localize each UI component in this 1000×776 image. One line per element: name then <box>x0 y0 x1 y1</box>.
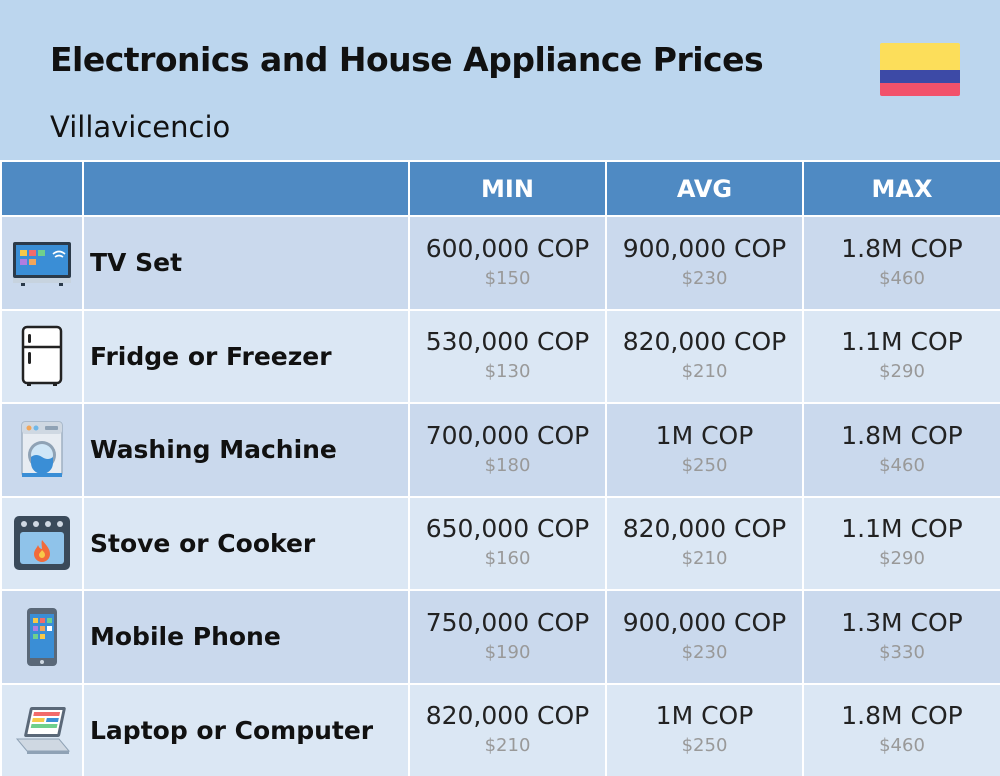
max-cell: 1.3M COP $330 <box>802 589 1000 685</box>
tv-icon <box>13 241 71 286</box>
min-cop: 750,000 COP <box>425 607 590 637</box>
avg-cell: 820,000 COP $210 <box>605 308 804 404</box>
max-cell: 1.1M COP $290 <box>802 495 1000 591</box>
avg-cop: 900,000 COP <box>622 233 787 263</box>
table-row: Fridge or Freezer 530,000 COP $130 820,00… <box>0 308 1000 404</box>
table-row: Mobile Phone 750,000 COP $190 900,000 COP… <box>0 589 1000 685</box>
row-item-name: Washing Machine <box>82 402 410 498</box>
min-cop: 530,000 COP <box>425 327 590 357</box>
avg-usd: $230 <box>681 641 728 663</box>
row-icon-cell <box>0 589 84 685</box>
table-header-row: MIN AVG MAX <box>0 160 1000 217</box>
min-cop: 600,000 COP <box>425 233 590 263</box>
avg-usd: $250 <box>681 454 728 476</box>
max-cop: 1.1M COP <box>841 327 963 357</box>
min-cell: 530,000 COP $130 <box>408 308 607 404</box>
max-cop: 1.8M COP <box>841 233 963 263</box>
max-usd: $460 <box>879 267 925 289</box>
row-item-name: Fridge or Freezer <box>82 308 410 404</box>
max-cop: 1.8M COP <box>841 420 963 450</box>
min-usd: $150 <box>484 267 531 289</box>
min-usd: $210 <box>484 735 531 757</box>
row-icon-cell <box>0 495 84 591</box>
avg-cell: 1M COP $250 <box>605 402 804 498</box>
fridge-icon <box>21 326 63 387</box>
min-usd: $130 <box>484 361 531 383</box>
max-usd: $290 <box>879 548 925 570</box>
min-cop: 650,000 COP <box>425 514 590 544</box>
mobile-phone-icon <box>27 607 57 666</box>
min-cell: 650,000 COP $160 <box>408 495 607 591</box>
max-usd: $290 <box>879 361 925 383</box>
avg-cop: 1M COP <box>655 701 754 731</box>
max-cop: 1.1M COP <box>841 514 963 544</box>
min-cop: 700,000 COP <box>425 420 590 450</box>
header-min: MIN <box>408 160 607 217</box>
avg-cop: 820,000 COP <box>622 327 787 357</box>
row-item-name: Stove or Cooker <box>82 495 410 591</box>
stove-icon <box>14 516 70 571</box>
row-item-name: Mobile Phone <box>82 589 410 685</box>
max-cell: 1.8M COP $460 <box>802 682 1000 776</box>
min-cell: 750,000 COP $190 <box>408 589 607 685</box>
row-icon-cell <box>0 402 84 498</box>
max-cell: 1.8M COP $460 <box>802 402 1000 498</box>
max-usd: $330 <box>879 641 925 663</box>
header-item-cell <box>82 160 410 217</box>
min-usd: $180 <box>484 454 531 476</box>
max-usd: $460 <box>879 454 925 476</box>
row-icon-cell <box>0 682 84 776</box>
row-icon-cell <box>0 308 84 404</box>
table-row: TV Set 600,000 COP $150 900,000 COP $230 1… <box>0 215 1000 311</box>
header: Electronics and House Appliance Prices V… <box>0 0 1000 160</box>
avg-usd: $210 <box>681 361 728 383</box>
min-cell: 700,000 COP $180 <box>408 402 607 498</box>
max-cell: 1.1M COP $290 <box>802 308 1000 404</box>
row-item-name: TV Set <box>82 215 410 311</box>
avg-cell: 1M COP $250 <box>605 682 804 776</box>
page-title: Electronics and House Appliance Prices <box>50 40 764 79</box>
avg-cell: 900,000 COP $230 <box>605 589 804 685</box>
max-cop: 1.8M COP <box>841 701 963 731</box>
avg-usd: $250 <box>681 735 728 757</box>
min-cell: 820,000 COP $210 <box>408 682 607 776</box>
max-cop: 1.3M COP <box>841 607 963 637</box>
avg-cop: 1M COP <box>655 420 754 450</box>
min-cop: 820,000 COP <box>425 701 590 731</box>
max-cell: 1.8M COP $460 <box>802 215 1000 311</box>
min-usd: $160 <box>484 548 531 570</box>
max-usd: $460 <box>879 735 925 757</box>
laptop-icon <box>15 707 71 755</box>
header-avg: AVG <box>605 160 804 217</box>
colombia-flag-icon <box>880 43 960 96</box>
city-subtitle: Villavicencio <box>50 110 231 144</box>
min-usd: $190 <box>484 641 531 663</box>
header-icon-cell <box>0 160 84 217</box>
avg-usd: $210 <box>681 548 728 570</box>
table-row: Washing Machine 700,000 COP $180 1M COP $2… <box>0 402 1000 498</box>
avg-cell: 820,000 COP $210 <box>605 495 804 591</box>
price-table: MIN AVG MAX <box>0 160 1000 776</box>
avg-cop: 900,000 COP <box>622 607 787 637</box>
avg-cell: 900,000 COP $230 <box>605 215 804 311</box>
table-row: Laptop or Computer 820,000 COP $210 1M CO… <box>0 682 1000 776</box>
table-row: Stove or Cooker 650,000 COP $160 820,000 … <box>0 495 1000 591</box>
min-cell: 600,000 COP $150 <box>408 215 607 311</box>
avg-cop: 820,000 COP <box>622 514 787 544</box>
row-item-name: Laptop or Computer <box>82 682 410 776</box>
avg-usd: $230 <box>681 267 728 289</box>
washing-machine-icon <box>21 421 63 477</box>
row-icon-cell <box>0 215 84 311</box>
header-max: MAX <box>802 160 1000 217</box>
